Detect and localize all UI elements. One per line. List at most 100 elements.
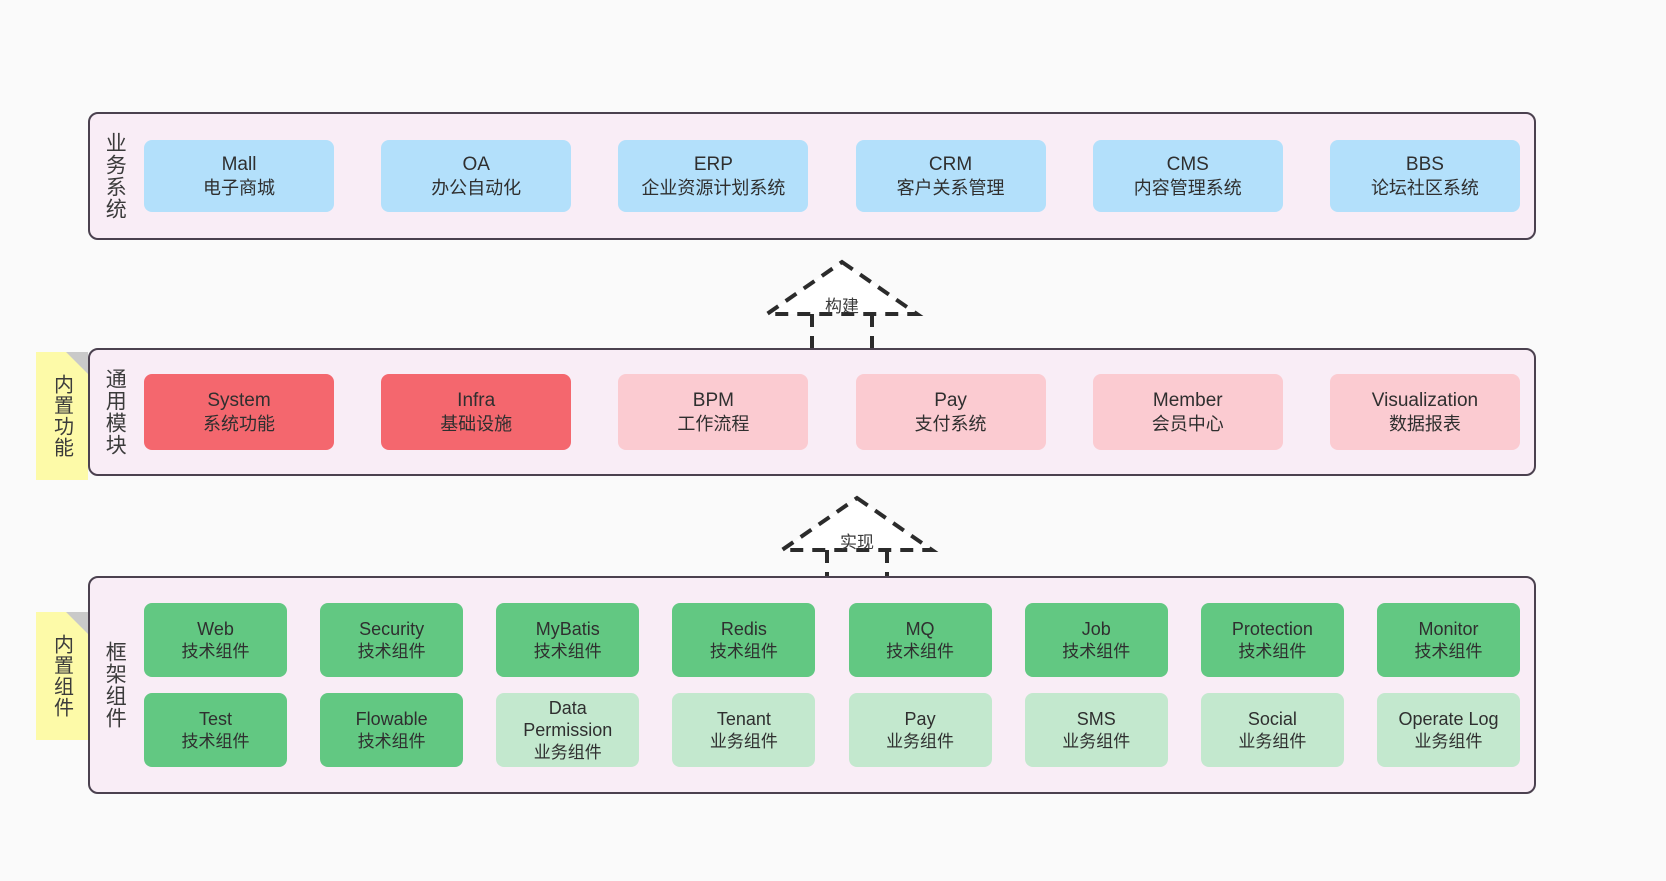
- card-title: Visualization: [1371, 390, 1479, 412]
- layer-framework-components[interactable]: 框架组件 Web 技术组件 Security 技术组件 MyBatis 技术组件…: [88, 576, 1536, 794]
- card-sms[interactable]: SMS 业务组件: [1024, 693, 1168, 767]
- card-monitor[interactable]: Monitor 技术组件: [1376, 603, 1520, 677]
- card-subtitle: 支付系统: [914, 413, 987, 434]
- card-title: BBS: [1405, 154, 1444, 176]
- card-web[interactable]: Web 技术组件: [144, 603, 287, 677]
- note-label: 内置组件: [50, 634, 73, 718]
- layer-body-business: Mall 电子商城 OA 办公自动化 ERP 企业资源计划系统 CRM 客户关系…: [138, 114, 1534, 238]
- card-title: Web: [197, 619, 234, 640]
- layer-title-business: 业务系统: [103, 132, 127, 220]
- card-title: MQ: [905, 619, 935, 640]
- card-subtitle: 技术组件: [533, 641, 602, 661]
- card-title: MyBatis: [535, 619, 600, 640]
- card-subtitle: 内容管理系统: [1133, 177, 1242, 198]
- card-title: Tenant: [716, 709, 771, 730]
- card-member[interactable]: Member 会员中心: [1092, 374, 1283, 450]
- card-title: Test: [198, 709, 232, 730]
- layer-business-systems[interactable]: 业务系统 Mall 电子商城 OA 办公自动化 ERP 企业资源计划系统 CRM…: [88, 112, 1536, 240]
- card-subtitle: 技术组件: [357, 731, 426, 751]
- card-subtitle: 客户关系管理: [896, 177, 1005, 198]
- card-visualization[interactable]: Visualization 数据报表: [1329, 374, 1520, 450]
- card-tenant[interactable]: Tenant 业务组件: [672, 693, 816, 767]
- layer-body-modules: System 系统功能 Infra 基础设施 BPM 工作流程 Pay 支付系统…: [138, 350, 1534, 474]
- card-row: Test 技术组件 Flowable 技术组件 Data Permission …: [144, 693, 1520, 767]
- card-subtitle: 会员中心: [1151, 413, 1224, 434]
- card-pay-component[interactable]: Pay 业务组件: [848, 693, 992, 767]
- card-mybatis[interactable]: MyBatis 技术组件: [496, 603, 640, 677]
- card-security[interactable]: Security 技术组件: [320, 603, 464, 677]
- card-title: Operate Log: [1398, 709, 1499, 730]
- card-bpm[interactable]: BPM 工作流程: [618, 374, 809, 450]
- card-mall[interactable]: Mall 电子商城: [144, 140, 334, 212]
- card-title: SMS: [1076, 709, 1116, 730]
- note-fold-icon: [66, 352, 88, 374]
- layer-common-modules[interactable]: 通用模块 System 系统功能 Infra 基础设施 BPM 工作流程 Pay…: [88, 348, 1536, 476]
- card-title: OA: [462, 154, 490, 176]
- card-data-permission[interactable]: Data Permission 业务组件: [496, 693, 640, 767]
- layer-title-framework: 框架组件: [103, 641, 127, 729]
- card-subtitle: 办公自动化: [431, 177, 522, 198]
- card-title: Member: [1152, 390, 1223, 412]
- card-mq[interactable]: MQ 技术组件: [848, 603, 992, 677]
- card-title: Redis: [720, 619, 767, 640]
- card-row: Web 技术组件 Security 技术组件 MyBatis 技术组件 Redi…: [144, 603, 1520, 677]
- card-row: Mall 电子商城 OA 办公自动化 ERP 企业资源计划系统 CRM 客户关系…: [144, 140, 1520, 212]
- card-crm[interactable]: CRM 客户关系管理: [855, 140, 1046, 212]
- note-label: 内置功能: [50, 374, 73, 458]
- card-title: Infra: [457, 390, 496, 412]
- card-infra[interactable]: Infra 基础设施: [381, 374, 572, 450]
- note-builtin-components[interactable]: 内置组件: [36, 612, 88, 740]
- card-pay-module[interactable]: Pay 支付系统: [855, 374, 1046, 450]
- note-builtin-functions[interactable]: 内置功能: [36, 352, 88, 480]
- card-subtitle: 技术组件: [1414, 641, 1483, 661]
- layer-body-framework: Web 技术组件 Security 技术组件 MyBatis 技术组件 Redi…: [138, 578, 1534, 792]
- card-bbs[interactable]: BBS 论坛社区系统: [1329, 140, 1520, 212]
- card-subtitle: 技术组件: [357, 641, 426, 661]
- card-social[interactable]: Social 业务组件: [1200, 693, 1344, 767]
- card-subtitle: 工作流程: [677, 413, 750, 434]
- card-title: Protection: [1231, 619, 1313, 640]
- card-title: Pay: [904, 709, 936, 730]
- card-title: CMS: [1166, 154, 1209, 176]
- card-subtitle: 技术组件: [1062, 641, 1131, 661]
- connector-build-arrow: 构建: [757, 256, 927, 352]
- note-fold-icon: [66, 612, 88, 634]
- card-subtitle: 数据报表: [1388, 413, 1461, 434]
- card-operate-log[interactable]: Operate Log 业务组件: [1376, 693, 1520, 767]
- card-title: Job: [1081, 619, 1111, 640]
- card-subtitle: 技术组件: [181, 641, 250, 661]
- card-subtitle: 技术组件: [181, 731, 250, 751]
- card-title: Monitor: [1418, 619, 1479, 640]
- card-title: Security: [359, 619, 425, 640]
- card-title: Flowable: [355, 709, 428, 730]
- card-subtitle: 业务组件: [886, 731, 955, 751]
- card-title: BPM: [692, 390, 734, 412]
- card-job[interactable]: Job 技术组件: [1024, 603, 1168, 677]
- card-subtitle: 论坛社区系统: [1370, 177, 1479, 198]
- card-test[interactable]: Test 技术组件: [144, 693, 287, 767]
- layer-title-modules: 通用模块: [103, 368, 127, 456]
- card-title: ERP: [693, 154, 733, 176]
- card-erp[interactable]: ERP 企业资源计划系统: [618, 140, 809, 212]
- card-title: Pay: [934, 390, 967, 412]
- card-subtitle: 技术组件: [886, 641, 955, 661]
- card-title: Data Permission: [523, 698, 613, 741]
- card-flowable[interactable]: Flowable 技术组件: [320, 693, 464, 767]
- card-subtitle: 系统功能: [203, 413, 275, 434]
- card-subtitle: 技术组件: [709, 641, 778, 661]
- card-title: CRM: [928, 154, 973, 176]
- card-title: Mall: [221, 154, 257, 176]
- card-subtitle: 基础设施: [440, 413, 513, 434]
- card-subtitle: 电子商城: [203, 177, 275, 198]
- card-subtitle: 业务组件: [1414, 731, 1483, 751]
- connector-implement-arrow: 实现: [772, 492, 942, 588]
- card-cms[interactable]: CMS 内容管理系统: [1092, 140, 1283, 212]
- card-oa[interactable]: OA 办公自动化: [381, 140, 572, 212]
- card-subtitle: 业务组件: [533, 742, 602, 762]
- card-title: System: [207, 390, 271, 412]
- card-system[interactable]: System 系统功能: [144, 374, 334, 450]
- card-redis[interactable]: Redis 技术组件: [672, 603, 816, 677]
- card-subtitle: 企业资源计划系统: [641, 177, 786, 198]
- card-protection[interactable]: Protection 技术组件: [1200, 603, 1344, 677]
